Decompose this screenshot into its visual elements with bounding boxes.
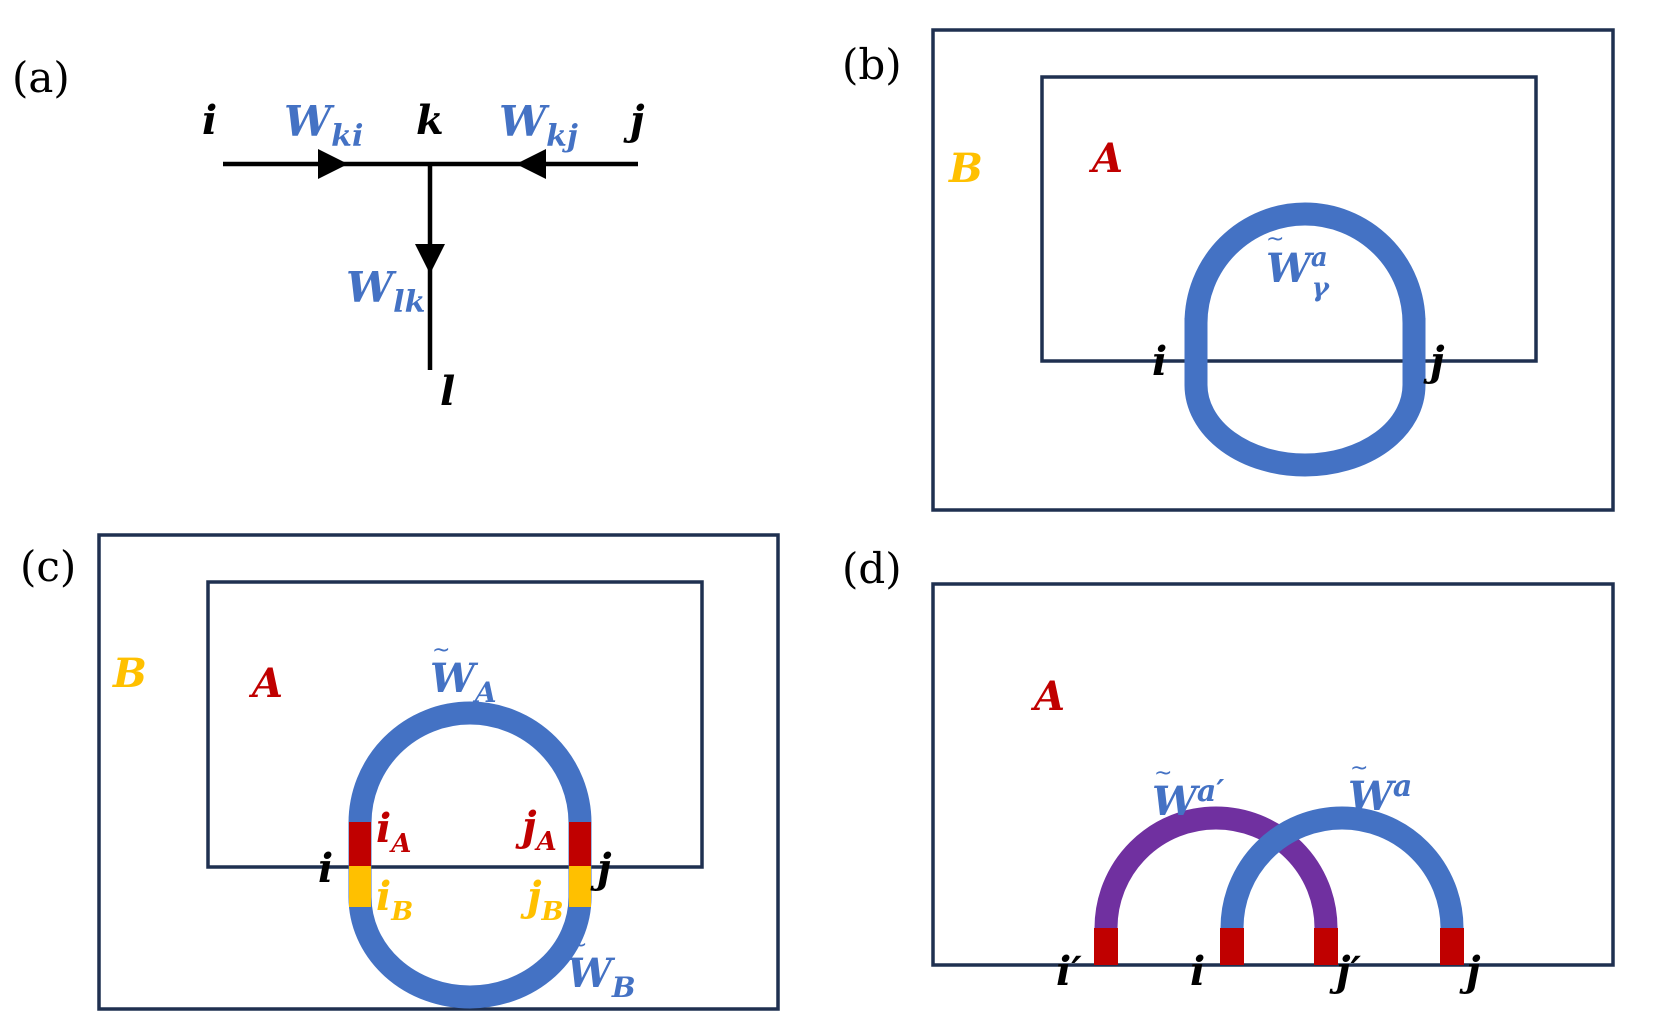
- i-a-sub: A: [388, 829, 411, 859]
- w-b-base: W: [567, 950, 616, 997]
- region-b-box: [931, 28, 1615, 512]
- j-b-base: j: [520, 873, 542, 920]
- tilde-a-d-icon: ~: [1350, 756, 1368, 781]
- wilson-arc-a: [1220, 806, 1464, 929]
- region-a-box: [931, 582, 1615, 967]
- w-lk-base: W: [346, 263, 397, 312]
- cut-j-a: [569, 822, 591, 866]
- node-l: l: [440, 368, 455, 415]
- arrow-ki-icon: [318, 149, 348, 179]
- w-ki-base: W: [284, 97, 335, 146]
- w-a-prime-base: W: [1152, 778, 1201, 825]
- region-b-label: B: [112, 650, 147, 697]
- label-w-a: Wa: [1348, 769, 1412, 820]
- w-b-sub: B: [611, 971, 636, 1004]
- label-i-b: iB: [376, 873, 413, 927]
- node-j: j: [623, 97, 645, 144]
- label-w-b: WB: [567, 950, 636, 1004]
- label-i-a: iA: [376, 805, 411, 859]
- i-a-base: i: [376, 805, 391, 852]
- w-a-sup: a: [1393, 769, 1412, 804]
- arrow-lk-icon: [415, 244, 445, 274]
- j-a-base: j: [515, 803, 537, 850]
- region-a-label: A: [248, 660, 283, 707]
- arrow-kj-icon: [516, 149, 546, 179]
- i-b-base: i: [376, 873, 391, 920]
- endpoint-j-prime: [1314, 928, 1338, 965]
- node-k: k: [416, 97, 444, 144]
- label-w-kj: Wkj: [499, 97, 578, 154]
- wilson-arc-a-prime: [1094, 806, 1338, 929]
- panel-d: (d) A Wa′ ~ Wa ~ i′ i j′ j: [842, 544, 1615, 995]
- panel-a-label: (a): [12, 53, 70, 102]
- label-w-a: WA: [430, 655, 497, 709]
- w-a-base: W: [1348, 773, 1397, 820]
- w-a-base: W: [430, 655, 479, 702]
- panel-c-label: (c): [20, 542, 76, 591]
- endpoint-j: [1440, 928, 1464, 965]
- region-b-box: [97, 533, 780, 1011]
- label-w-a-prime: Wa′: [1152, 774, 1224, 825]
- w-lk-sub: lk: [393, 285, 425, 320]
- region-b-label: B: [948, 145, 983, 192]
- label-j-a: jA: [515, 803, 557, 857]
- w-a-sub: A: [472, 676, 497, 709]
- w-a-prime-sup: a′: [1197, 774, 1224, 809]
- tilde-b-icon: ~: [569, 933, 587, 958]
- w-kj-sub: kj: [546, 119, 578, 154]
- label-j-b: jB: [520, 873, 563, 927]
- point-i-prime: i′: [1056, 948, 1082, 995]
- node-i: i: [202, 97, 217, 144]
- loop-w-sub: γ: [1312, 273, 1331, 303]
- wilson-loop: [1184, 202, 1426, 477]
- panel-c: (c) B A WA ~ WB ~ i j iA jA iB jB: [20, 533, 780, 1011]
- region-a-box: [206, 580, 704, 869]
- tilde-a-prime-icon: ~: [1154, 761, 1172, 786]
- cut-j-b: [569, 866, 591, 907]
- j-a-sub: A: [533, 827, 556, 857]
- panel-a: (a) i k j l Wki Wkj Wlk: [12, 53, 645, 415]
- region-a-box: [1040, 75, 1538, 363]
- loop-w-sup: a: [1311, 243, 1328, 273]
- region-a-label: A: [1030, 673, 1065, 720]
- label-w-ki: Wki: [284, 97, 363, 154]
- j-b-sub: B: [540, 897, 563, 927]
- panel-b-label: (b): [842, 40, 902, 89]
- panel-d-label: (d): [842, 544, 902, 593]
- endpoint-i-prime: [1094, 928, 1118, 965]
- point-i: i: [1152, 338, 1167, 385]
- label-w-lk: Wlk: [346, 263, 425, 320]
- i-b-sub: B: [390, 897, 413, 927]
- w-kj-base: W: [499, 97, 550, 146]
- region-a-label: A: [1088, 135, 1123, 182]
- point-i: i: [318, 845, 333, 892]
- point-i: i: [1190, 948, 1205, 995]
- cut-i-a: [349, 822, 371, 866]
- tilde-icon: ~: [1266, 227, 1284, 252]
- loop-w-base: W: [1266, 245, 1315, 292]
- endpoint-i: [1220, 928, 1244, 965]
- cut-i-b: [349, 866, 371, 907]
- tilde-a-icon: ~: [432, 638, 450, 663]
- w-ki-sub: ki: [331, 119, 363, 154]
